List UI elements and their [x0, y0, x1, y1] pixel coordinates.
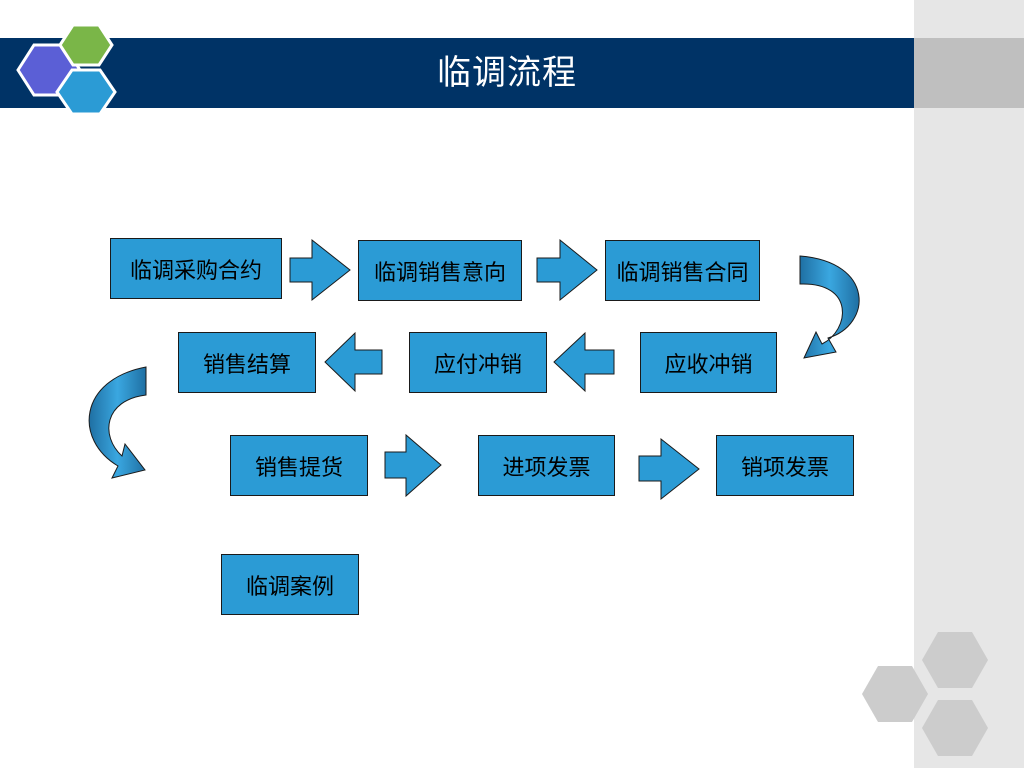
blue-hexagon — [55, 68, 117, 116]
title-bar — [0, 38, 914, 108]
arrow-left-1 — [324, 331, 383, 393]
arrow-right-4 — [638, 437, 700, 501]
logo-hexagons — [16, 23, 117, 116]
sidebar-header-block — [914, 38, 1024, 108]
box-sales-contract: 临调销售合同 — [605, 240, 760, 301]
gray-hexagon-bottom — [922, 700, 988, 756]
box-receivable-writeoff: 应收冲销 — [640, 332, 777, 393]
arrow-right-2 — [536, 238, 598, 302]
box-payable-writeoff: 应付冲销 — [409, 332, 547, 393]
curved-arrow-right — [799, 255, 860, 359]
gray-hexagon-top — [922, 632, 988, 688]
box-sales-pickup: 销售提货 — [230, 435, 368, 496]
box-purchase-contract: 临调采购合约 — [110, 238, 282, 299]
box-sales-intent: 临调销售意向 — [358, 240, 522, 301]
curved-arrow-left — [88, 366, 147, 479]
box-output-invoice: 销项发票 — [716, 435, 854, 496]
green-hexagon — [58, 23, 114, 67]
arrow-left-2 — [553, 331, 615, 393]
arrow-right-1 — [289, 238, 351, 302]
corner-hexagons — [862, 632, 988, 756]
box-input-invoice: 进项发票 — [478, 435, 615, 496]
arrow-right-3 — [384, 433, 442, 498]
box-sales-settlement: 销售结算 — [178, 332, 316, 393]
gray-hexagon-left — [862, 666, 928, 722]
page-title: 临调流程 — [437, 53, 577, 93]
box-case-example: 临调案例 — [221, 554, 359, 615]
